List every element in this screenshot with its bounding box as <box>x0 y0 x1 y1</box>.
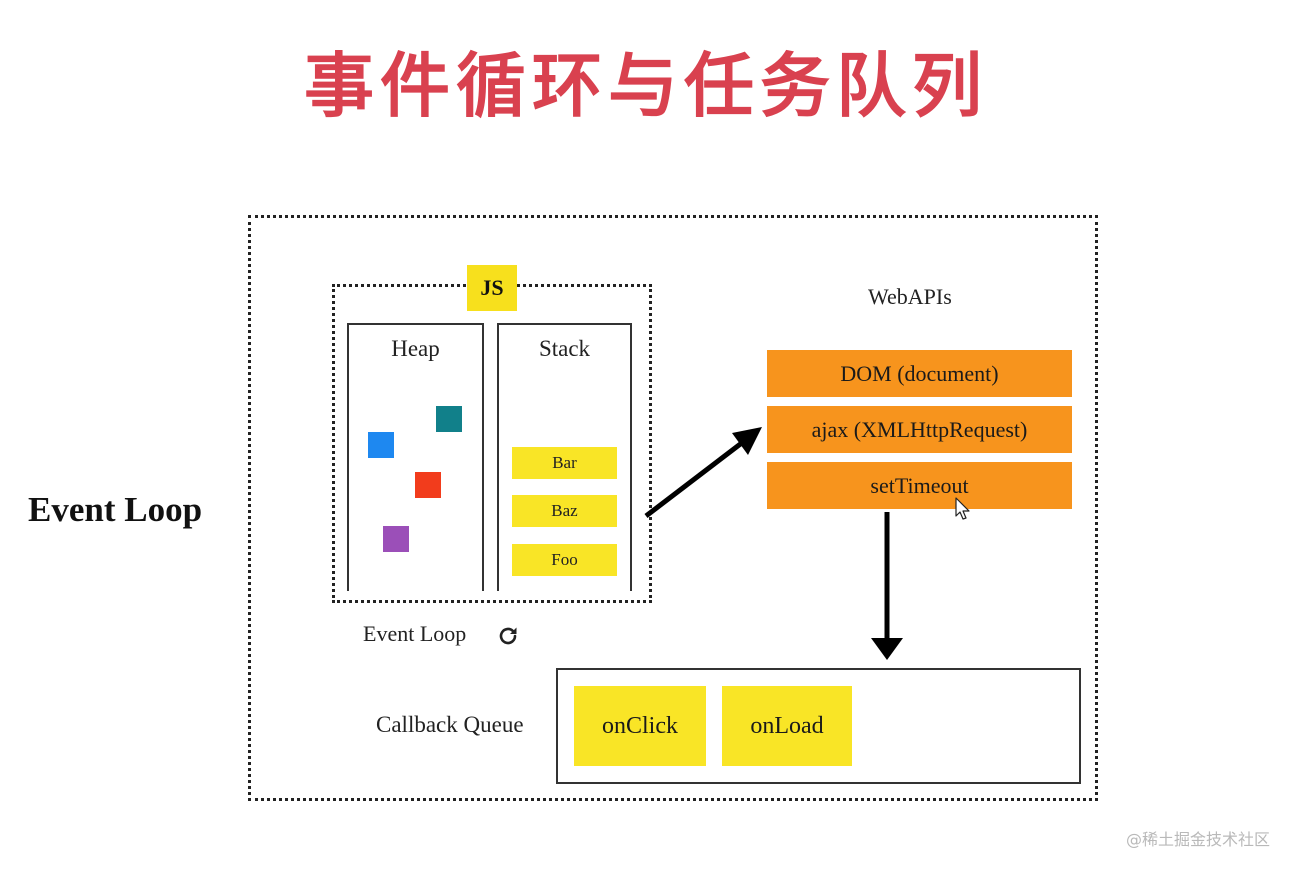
heap-object <box>436 406 462 432</box>
page-title: 事件循环与任务队列 <box>304 45 988 127</box>
stack-frame-bar: Bar <box>512 447 617 479</box>
stack-label: Stack <box>538 336 591 361</box>
js-badge: JS <box>467 265 517 311</box>
callback-onload: onLoad <box>722 686 852 766</box>
webapi-settimeout: setTimeout <box>767 462 1072 509</box>
heap-object <box>383 526 409 552</box>
webapis-label: WebAPIs <box>868 284 952 309</box>
event-loop-label: Event Loop <box>363 621 467 646</box>
event-loop-frame <box>248 215 1098 801</box>
watermark: @稀土掘金技术社区 <box>1125 830 1270 849</box>
webapi-dom: DOM (document) <box>767 350 1072 397</box>
heap-label: Heap <box>391 336 440 361</box>
stack-frame-foo: Foo <box>512 544 617 576</box>
callback-queue-frame <box>556 668 1081 784</box>
stack-frame-baz: Baz <box>512 495 617 527</box>
event-loop-heading: Event Loop <box>28 490 203 529</box>
refresh-icon <box>499 627 517 645</box>
heap-object <box>415 472 441 498</box>
heap-object <box>368 432 394 458</box>
callback-onclick: onClick <box>574 686 706 766</box>
callback-queue-label: Callback Queue <box>376 712 524 737</box>
webapi-ajax: ajax (XMLHttpRequest) <box>767 406 1072 453</box>
arrow-webapis-to-queue <box>871 512 903 660</box>
mouse-cursor-icon <box>955 497 970 520</box>
arrow-stack-to-webapis <box>644 427 762 518</box>
